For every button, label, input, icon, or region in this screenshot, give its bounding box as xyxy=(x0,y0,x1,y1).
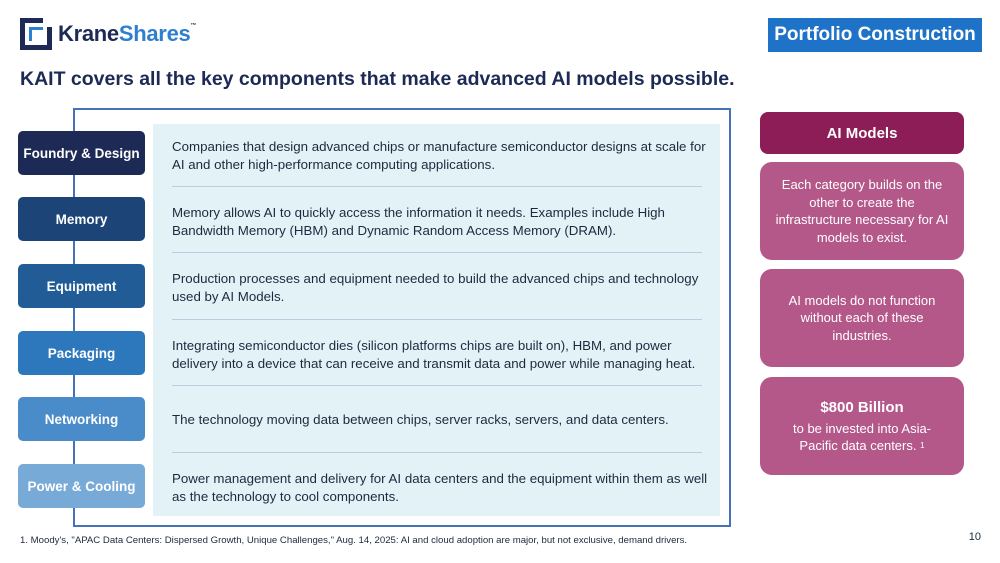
divider xyxy=(172,186,702,187)
ai-info-box-investment: $800 Billion to be invested into Asia-Pa… xyxy=(760,377,964,475)
kraneshares-logo: KraneShares™ xyxy=(20,18,196,50)
category-packaging: Packaging xyxy=(18,331,145,375)
divider xyxy=(172,452,702,453)
page-title: KAIT covers all the key components that … xyxy=(20,68,735,90)
category-equipment: Equipment xyxy=(18,264,145,308)
logo-wordmark: KraneShares™ xyxy=(58,21,197,46)
category-foundry-design: Foundry & Design xyxy=(18,131,145,175)
investment-text: to be invested into Asia-Pacific data ce… xyxy=(792,420,932,454)
category-networking: Networking xyxy=(18,397,145,441)
page-number: 10 xyxy=(968,531,981,543)
category-memory: Memory xyxy=(18,197,145,241)
divider xyxy=(172,252,702,253)
ai-info-text: AI models do not function without each o… xyxy=(788,292,936,343)
footnote: 1. Moody's, "APAC Data Centers: Disperse… xyxy=(20,535,688,546)
ai-info-text: Each category builds on the other to cre… xyxy=(775,177,949,245)
description-panel xyxy=(153,124,720,516)
ai-models-header: AI Models xyxy=(760,112,964,154)
description-networking: The technology moving data between chips… xyxy=(172,412,669,427)
category-frame xyxy=(73,108,731,527)
divider xyxy=(172,319,702,320)
kraneshares-logo-icon xyxy=(20,18,52,50)
description-equipment: Production processes and equipment neede… xyxy=(172,271,699,304)
ai-info-box-infrastructure: Each category builds on the other to cre… xyxy=(760,162,964,260)
divider xyxy=(172,385,702,386)
description-foundry-design: Companies that design advanced chips or … xyxy=(172,139,706,172)
ai-info-box-dependency: AI models do not function without each o… xyxy=(760,269,964,367)
investment-amount: $800 Billion xyxy=(820,398,904,416)
category-power-cooling: Power & Cooling xyxy=(18,464,145,508)
section-tag: Portfolio Construction xyxy=(768,18,982,52)
description-memory: Memory allows AI to quickly access the i… xyxy=(172,205,665,238)
description-packaging: Integrating semiconductor dies (silicon … xyxy=(172,338,696,371)
footnote-ref: 1 xyxy=(920,441,925,450)
description-power-cooling: Power management and delivery for AI dat… xyxy=(172,471,708,504)
